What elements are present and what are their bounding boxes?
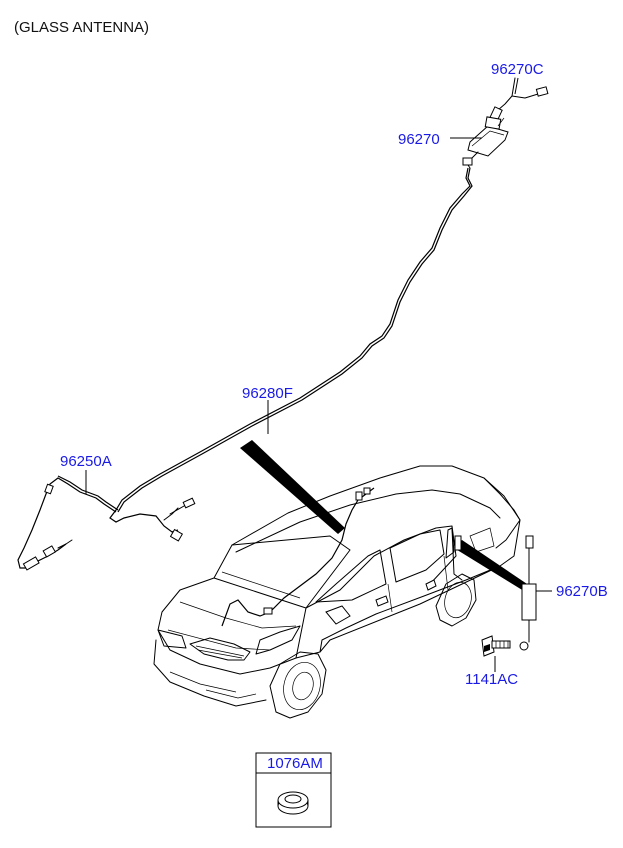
screw-1141AC [481,635,511,657]
label-96270C[interactable]: 96270C [491,61,544,78]
grommet-icon [277,791,309,815]
label-96250A[interactable]: 96250A [60,453,112,470]
feeder-cable-96250A [17,475,119,571]
label-96280F[interactable]: 96280F [242,385,293,402]
leader-arrows [240,440,536,596]
amplifier-assembly [462,77,549,169]
label-96270[interactable]: 96270 [398,131,440,148]
sedan-illustration [153,465,521,719]
label-1076AM[interactable]: 1076AM [267,755,323,772]
antenna-cable-96280F [109,167,473,542]
label-1141AC[interactable]: 1141AC [465,671,518,688]
rod-antenna-96270B [519,535,537,651]
leader-lines [85,77,552,672]
label-96270B[interactable]: 96270B [556,583,608,600]
grommet-inset-1076AM: 1076AM [255,752,332,828]
diagram-title: (GLASS ANTENNA) [14,19,149,36]
